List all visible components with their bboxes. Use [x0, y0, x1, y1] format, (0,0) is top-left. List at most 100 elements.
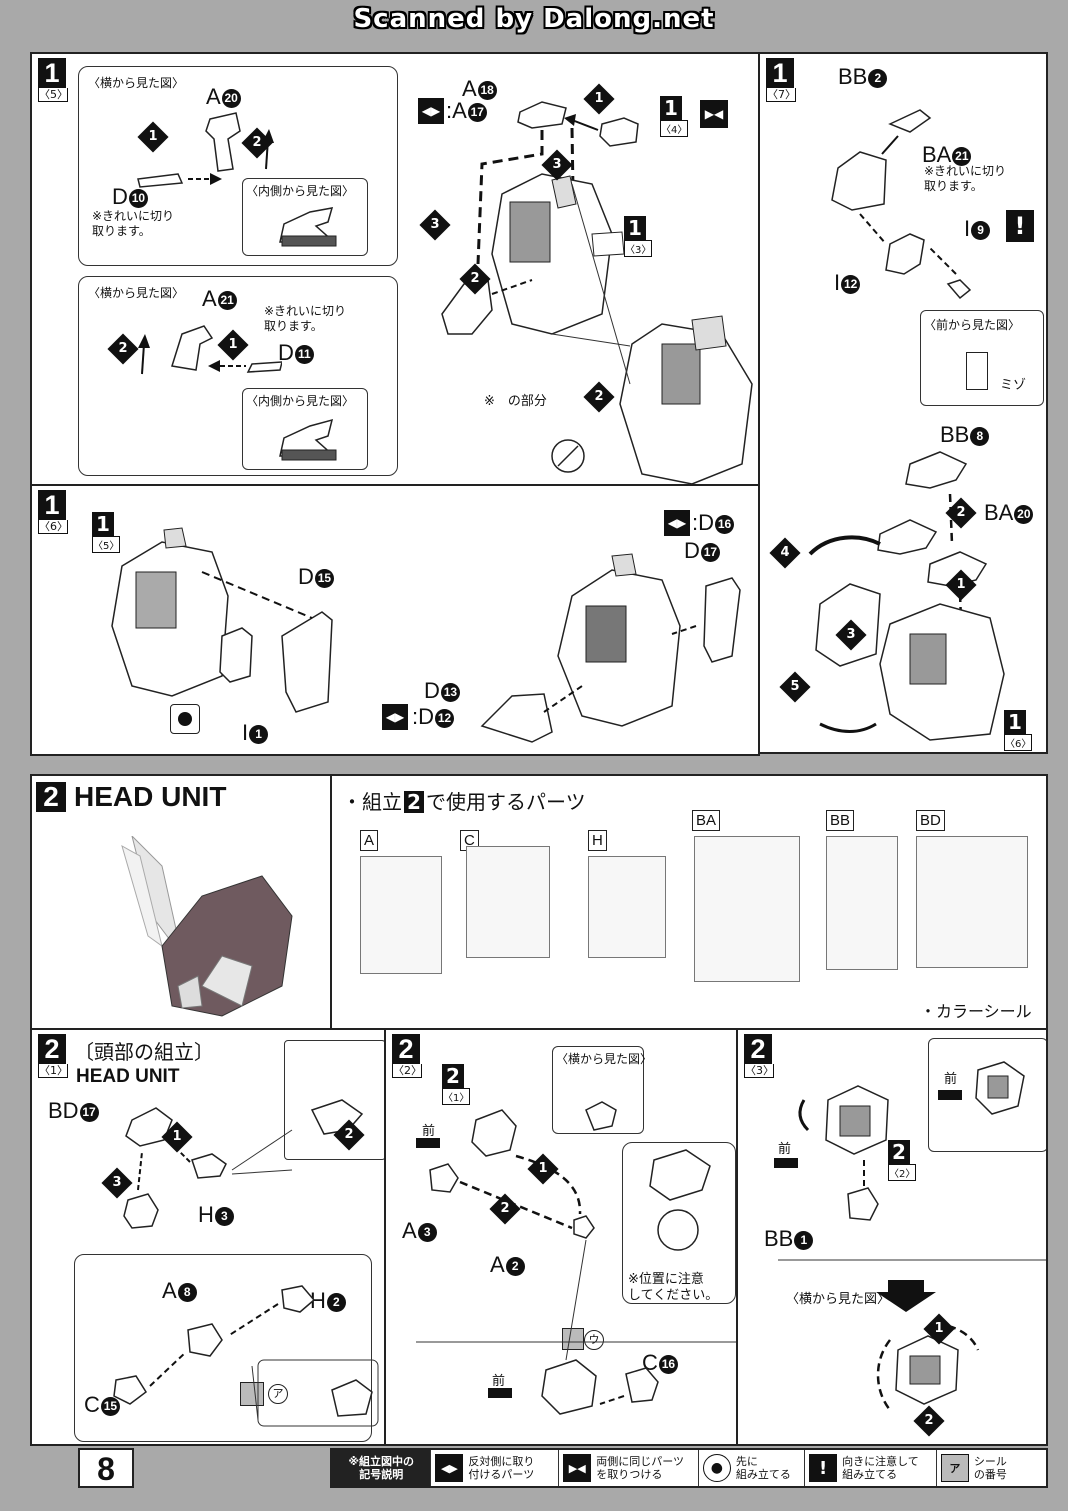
step-arrow-1: 1 — [137, 121, 169, 153]
step-arrow-2b: 2 — [107, 333, 139, 365]
body-unit-assembly-drawing — [441, 101, 753, 484]
side-view-title: 〈横から見た図〉 — [556, 1052, 653, 1066]
symbol-legend: ※組立図中の 記号説明 ◀▶ 反対側に取り 付けるパーツ ▶◀ 両側に同じパーツ… — [330, 1448, 1048, 1488]
step-arrow-2f: 2 — [333, 1119, 365, 1151]
sheet-bb — [826, 836, 898, 970]
step-arrow-2d: 2 — [583, 381, 615, 413]
ref-step-1-5: 1 〈5〉 — [92, 512, 121, 553]
head-unit-illustration — [121, 836, 293, 1017]
legend-item-sticker: ア シール の番号 — [935, 1450, 1046, 1486]
step-number: 1 〈7〉 — [766, 58, 796, 102]
part-note: ※ の部分 — [484, 394, 547, 409]
both-sides-icon: ▶◀ — [563, 1454, 592, 1482]
head-unit-title-panel: 2 HEAD UNIT — [30, 774, 332, 1030]
step-1-7-lower-drawing — [808, 451, 1005, 741]
step-arrow-1b: 1 — [217, 329, 249, 361]
ref-step-2-1: 2 〈1〉 — [442, 1064, 471, 1105]
legend-title: ※組立図中の 記号説明 — [332, 1450, 431, 1486]
step-number: 1 〈6〉 — [38, 490, 68, 534]
sheet-label-a: A — [360, 830, 379, 851]
position-note: ※位置に注意 してください。 — [628, 1272, 719, 1303]
side-view-title: 〈横から見た図〉 — [786, 1292, 891, 1307]
detail-box-top — [284, 1040, 384, 1160]
sheet-label-ba: BA — [692, 810, 721, 831]
front-label-2: 前 — [492, 1374, 506, 1389]
step-number: 2 — [36, 782, 66, 812]
step-number: 2 〈1〉 — [38, 1034, 68, 1078]
ref-step-1-3: 1 〈3〉 — [624, 216, 653, 257]
page-number: 8 — [78, 1448, 134, 1488]
side-view-title-2: 〈横から見た図〉 — [88, 286, 185, 300]
step-arrow-3e: 3 — [835, 619, 867, 651]
opposite-side-icon: ◀▶ — [435, 1454, 464, 1482]
orientation-warning-icon: ! — [1006, 210, 1034, 242]
sheet-label-bb: BB — [826, 810, 855, 831]
inner-view-title-1: 〈内側から見た図〉 — [246, 184, 355, 198]
sticker-u-label: ウ — [584, 1330, 604, 1350]
sticker-icon-u — [562, 1328, 584, 1350]
step-title-jp: 〔頭部の組立〕 — [74, 1040, 214, 1064]
ref-step-1-4: 1 〈4〉 — [660, 96, 689, 137]
front-arrow-icon — [416, 1138, 440, 1148]
sticker-icon: ア — [940, 1454, 969, 1482]
front-label-2: 前 — [778, 1142, 792, 1157]
step-arrow-1e: 1 — [945, 569, 977, 601]
step-2-1-drawing — [113, 1099, 379, 1427]
step-number: 1 〈5〉 — [38, 58, 68, 102]
inner-view-title-2: 〈内側から見た図〉 — [246, 394, 355, 408]
step-1-7-upper-drawing — [831, 109, 972, 300]
step-1-6-drawing — [111, 527, 741, 743]
legend-item-pre-assembled: ● 先に 組み立てる — [697, 1450, 804, 1486]
ref-step-1-6: 1 〈6〉 — [1004, 710, 1033, 751]
step-arrow-4: 4 — [769, 537, 801, 569]
front-arrow-icon-2 — [774, 1158, 798, 1168]
detail-box-bottom — [74, 1254, 372, 1442]
step-arrow-5: 5 — [779, 671, 811, 703]
front-label: 前 — [422, 1124, 436, 1139]
sheet-c — [466, 846, 550, 958]
sheet-bd — [916, 836, 1028, 968]
sticker-icon — [240, 1382, 264, 1406]
pre-assembled-icon: ● — [702, 1454, 731, 1482]
sheet-a — [360, 856, 442, 974]
groove-label: ミゾ — [1000, 378, 1027, 393]
step-arrow-1h: 1 — [923, 1313, 955, 1345]
inner-view-drawing-2 — [279, 418, 337, 461]
orientation-warning-icon: ! — [809, 1454, 838, 1482]
opposite-side-icon-d16: ◀▶ — [664, 510, 690, 536]
step-arrow-2h: 2 — [913, 1405, 945, 1437]
opposite-side-icon-d12: ◀▶ — [382, 704, 408, 730]
ref-step-2-2: 2 〈2〉 — [888, 1140, 917, 1181]
step-number: 2 〈3〉 — [744, 1034, 774, 1078]
front-label: 前 — [944, 1072, 958, 1087]
part-a20-drawing — [137, 112, 274, 188]
step-arrow-2e: 2 — [945, 497, 977, 529]
step-arrow-2g: 2 — [489, 1193, 521, 1225]
note-d10: ※きれいに切り 取ります。 — [92, 209, 175, 238]
